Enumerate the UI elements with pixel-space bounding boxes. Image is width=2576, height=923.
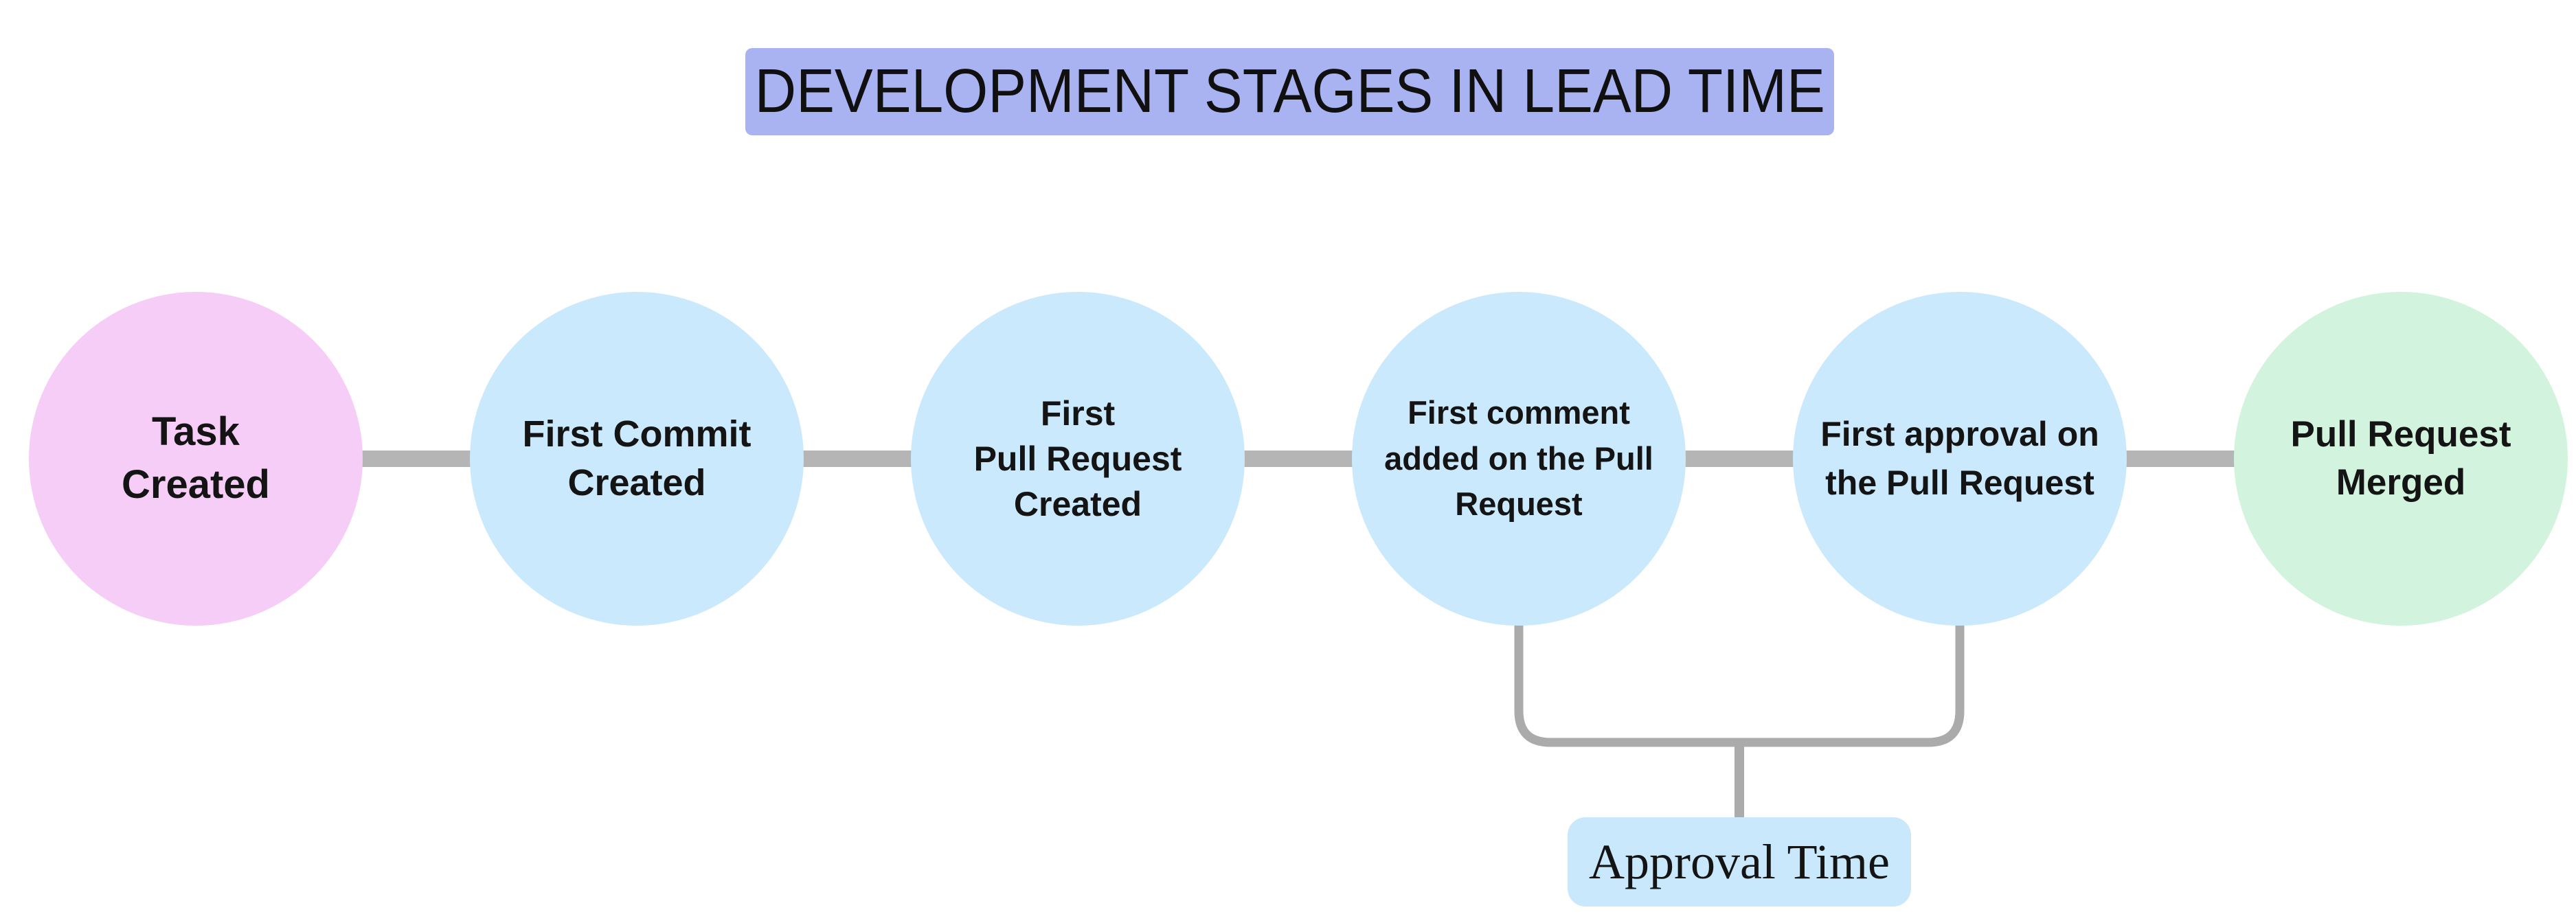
stage-label: First Commit Created xyxy=(522,413,752,503)
stage-task-created: Task Created xyxy=(29,292,363,626)
approval-time-label: Approval Time xyxy=(1588,834,1890,889)
approval-time-badge: Approval Time xyxy=(1568,817,1911,907)
stage-label: First Pull Request Created xyxy=(973,394,1182,523)
stage-label: Pull Request Merged xyxy=(2290,414,2511,503)
page-title: DEVELOPMENT STAGES IN LEAD TIME xyxy=(754,57,1825,126)
stage-first-comment-added: First comment added on the Pull Request xyxy=(1352,292,1686,626)
stage-first-commit-created: First Commit Created xyxy=(470,292,804,626)
title-banner: DEVELOPMENT STAGES IN LEAD TIME xyxy=(745,48,1834,135)
stage-label: Task Created xyxy=(122,409,270,507)
bracket-path xyxy=(1514,625,1965,747)
stage-pull-request-merged: Pull Request Merged xyxy=(2234,292,2568,626)
stage-first-approval: First approval on the Pull Request xyxy=(1793,292,2127,626)
stage-label: First approval on the Pull Request xyxy=(1820,415,2099,502)
stage-first-pull-request-created: First Pull Request Created xyxy=(911,292,1245,626)
stage-label: First comment added on the Pull Request xyxy=(1384,394,1653,523)
